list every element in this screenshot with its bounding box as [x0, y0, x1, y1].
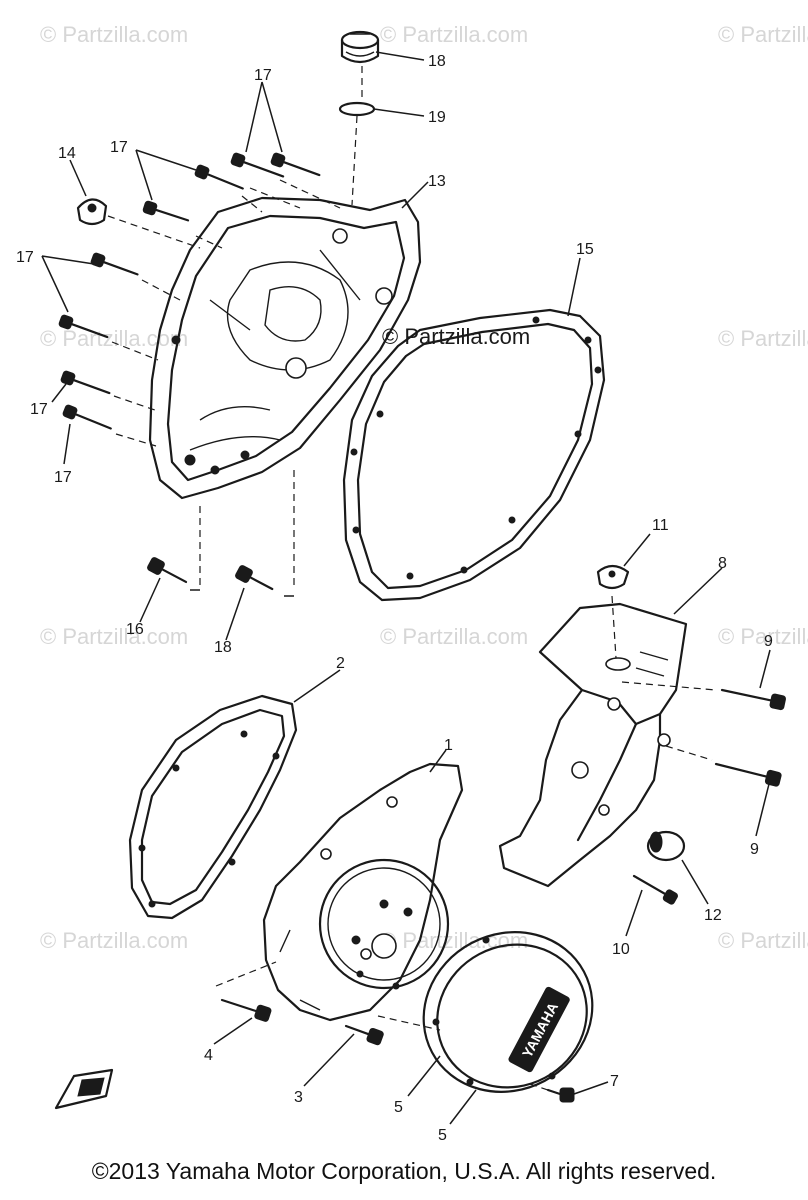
- callout-9: 9: [764, 633, 773, 650]
- callout-15: 15: [576, 241, 594, 258]
- screw-lower-right: [235, 565, 274, 591]
- watermark-text: © Partzilla.com: [718, 22, 808, 47]
- watermark-text: © Partzilla.com: [380, 624, 528, 649]
- gasket-crankcase-cover: [128, 694, 298, 920]
- screw-cover-7: [546, 1087, 575, 1103]
- callout-19: 19: [428, 109, 446, 126]
- callout-2: 2: [336, 655, 345, 672]
- watermark-layer: © Partzilla.com © Partzilla.com © Partzi…: [40, 22, 808, 953]
- callout-17: 17: [16, 249, 34, 266]
- callout-3: 3: [294, 1089, 303, 1106]
- watermark-text: © Partzilla.com: [40, 22, 188, 47]
- callout-17: 17: [54, 469, 72, 486]
- watermark-text: © Partzilla.com: [40, 326, 188, 351]
- callout-17: 17: [110, 139, 128, 156]
- copyright-notice: ©2013 Yamaha Motor Corporation, U.S.A. A…: [91, 1158, 717, 1184]
- filler-cap-small: [596, 564, 630, 590]
- callout-13: 13: [428, 173, 446, 190]
- bolt-long-lower: [714, 762, 782, 787]
- callout-14: 14: [58, 145, 76, 162]
- crankcase-cover-left: [262, 762, 464, 1022]
- callout-18: 18: [214, 639, 232, 656]
- alignment-line: [621, 681, 717, 761]
- forward-arrow-icon: [54, 1068, 114, 1110]
- callout-labels: 18 19 13 14 15 17 17 17 17 17 16 18 11 8…: [16, 53, 773, 1144]
- screw-cover-3: [344, 1024, 384, 1046]
- screw-cover-4: [220, 998, 272, 1022]
- screw-lower-left: [147, 557, 188, 584]
- crankcase-cover-right: [148, 196, 422, 500]
- callout-11: 11: [652, 517, 669, 534]
- callout-16: 16: [126, 621, 144, 638]
- callout-4: 4: [204, 1047, 213, 1064]
- rubber-grommet: [646, 830, 686, 862]
- callout-18: 18: [428, 53, 446, 70]
- callout-17: 17: [30, 401, 48, 418]
- watermark-text: © Partzilla.com: [718, 326, 808, 351]
- callout-5: 5: [394, 1099, 403, 1116]
- watermark-text: © Partzilla.com: [40, 928, 188, 953]
- callout-17: 17: [254, 67, 272, 84]
- callout-7: 7: [610, 1073, 619, 1090]
- o-ring: [338, 101, 376, 117]
- plug-cap: [76, 198, 108, 226]
- bolt-short: [632, 874, 678, 905]
- watermark-text: © Partzilla.com: [380, 22, 528, 47]
- bolt-long-upper: [720, 688, 786, 711]
- alignment-line: [611, 595, 617, 659]
- oil-filler-cap: [340, 30, 380, 64]
- screw-set: [58, 152, 321, 430]
- callout-1: 1: [444, 737, 453, 754]
- callout-8: 8: [718, 555, 727, 572]
- alignment-line: [351, 66, 363, 206]
- callout-5: 5: [438, 1127, 447, 1144]
- callout-9: 9: [750, 841, 759, 858]
- alignment-lines: [111, 179, 341, 590]
- gasket-cover: [342, 308, 606, 602]
- cover-plate-bracket: [498, 602, 688, 888]
- callout-10: 10: [612, 941, 630, 958]
- watermark-text: © Partzilla.com: [718, 624, 808, 649]
- alignment-line: [215, 961, 561, 1095]
- watermark-text: © Partzilla.com: [40, 624, 188, 649]
- callout-12: 12: [704, 907, 722, 924]
- watermark-text: © Partzilla.com: [718, 928, 808, 953]
- leader-lines: [41, 51, 771, 1125]
- alignment-line: [107, 215, 201, 249]
